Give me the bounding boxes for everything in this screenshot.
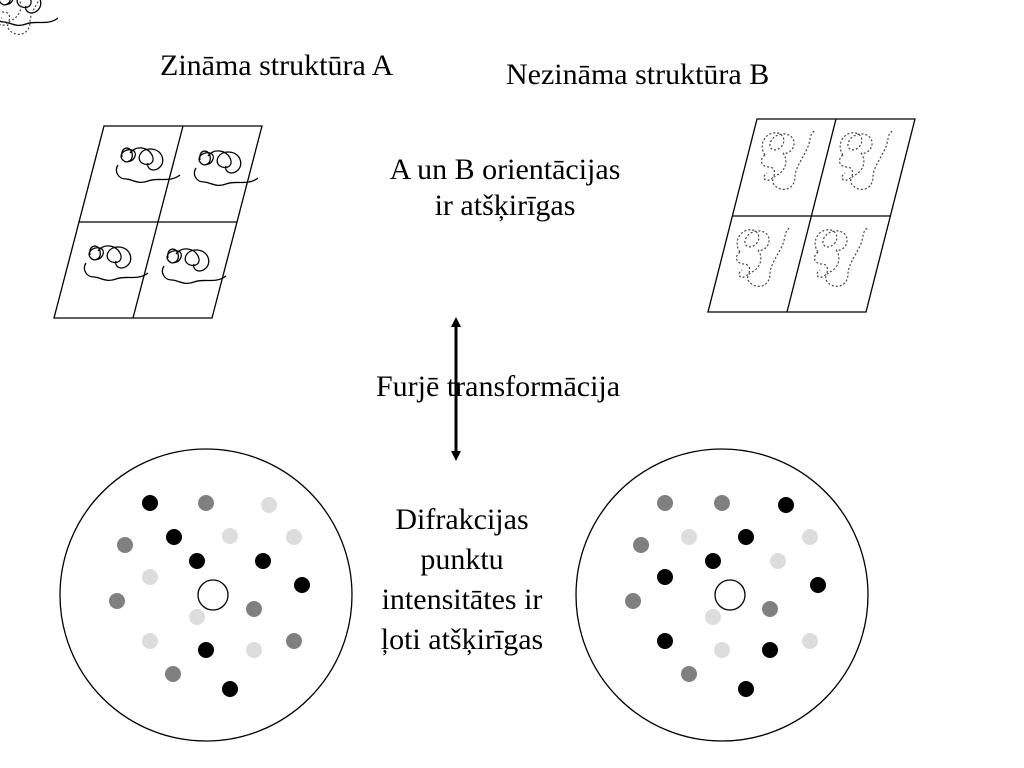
molecule-a-cells — [0, 0, 259, 285]
diffraction-spot-medium — [246, 601, 262, 617]
diffraction-spot-medium — [117, 537, 133, 553]
diffraction-spot-weak — [802, 529, 818, 545]
diffraction-spot-weak — [705, 609, 721, 625]
diffraction-spot-strong — [657, 633, 673, 649]
diffraction-spot-strong — [762, 642, 778, 658]
diffraction-spot-strong — [294, 577, 310, 593]
diffraction-spot-strong — [657, 569, 673, 585]
diffraction-spot-weak — [261, 497, 277, 513]
diffraction-spot-strong — [738, 529, 754, 545]
diffraction-spot-medium — [286, 633, 302, 649]
central-beam-b — [714, 579, 746, 611]
diffraction-spot-weak — [714, 642, 730, 658]
orientation-note-line: ir atšķirīgas — [434, 189, 576, 222]
molecule-b-cells — [0, 0, 894, 287]
diffraction-pattern-a — [59, 448, 353, 742]
diffraction-pattern-b — [575, 448, 869, 742]
diffraction-spot-weak — [802, 633, 818, 649]
diffraction-spot-strong — [142, 495, 158, 511]
diffraction-spot-medium — [165, 666, 181, 682]
diffraction-spot-strong — [778, 497, 794, 513]
diffraction-spot-strong — [222, 681, 238, 697]
diffraction-spot-weak — [246, 642, 262, 658]
diffraction-spot-medium — [657, 495, 673, 511]
diffraction-note-line: ļoti atšķirīgas — [380, 623, 544, 656]
orientation-note: A un B orientācijas ir atšķirīgas — [360, 152, 650, 224]
diffraction-note-line: Difrakcijas — [395, 503, 529, 536]
unknown-structure-title: Nezināma struktūra B — [506, 58, 770, 91]
diffraction-disc-a — [59, 448, 353, 742]
diffraction-spot-strong — [198, 642, 214, 658]
diffraction-spot-weak — [770, 553, 786, 569]
central-beam-a — [197, 579, 229, 611]
diffraction-spot-medium — [681, 666, 697, 682]
diffraction-spot-medium — [762, 601, 778, 617]
diffraction-note: Difrakcijas punktu intensitātes ir ļoti … — [362, 500, 562, 660]
diffraction-spot-medium — [714, 495, 730, 511]
diffraction-spot-strong — [705, 553, 721, 569]
diffraction-spot-strong — [810, 577, 826, 593]
diffraction-spot-weak — [222, 528, 238, 544]
crystal-lattice-a — [53, 125, 263, 319]
diffraction-note-line: intensitātes ir — [381, 583, 543, 616]
fourier-transform-label: Furjē transformācija — [376, 370, 621, 403]
crystal-lattice-b — [707, 118, 916, 313]
diffraction-spot-medium — [633, 537, 649, 553]
diffraction-note-line: punktu — [420, 543, 504, 576]
diffraction-spot-weak — [681, 529, 697, 545]
diffraction-spots-b — [625, 495, 826, 697]
diffraction-spot-weak — [286, 529, 302, 545]
diffraction-disc-b — [575, 448, 869, 742]
diffraction-spot-strong — [255, 553, 271, 569]
diffraction-spot-medium — [109, 593, 125, 609]
diffraction-spot-medium — [625, 593, 641, 609]
diffraction-spot-weak — [142, 569, 158, 585]
diffraction-spot-strong — [189, 553, 205, 569]
diffraction-spot-strong — [738, 681, 754, 697]
diffraction-spot-strong — [166, 529, 182, 545]
orientation-note-line: A un B orientācijas — [389, 153, 621, 186]
diffraction-spot-weak — [142, 633, 158, 649]
diffraction-spots-a — [109, 495, 310, 697]
diffraction-spot-medium — [198, 495, 214, 511]
known-structure-title: Zināma struktūra A — [160, 49, 394, 82]
diffraction-spot-weak — [189, 609, 205, 625]
